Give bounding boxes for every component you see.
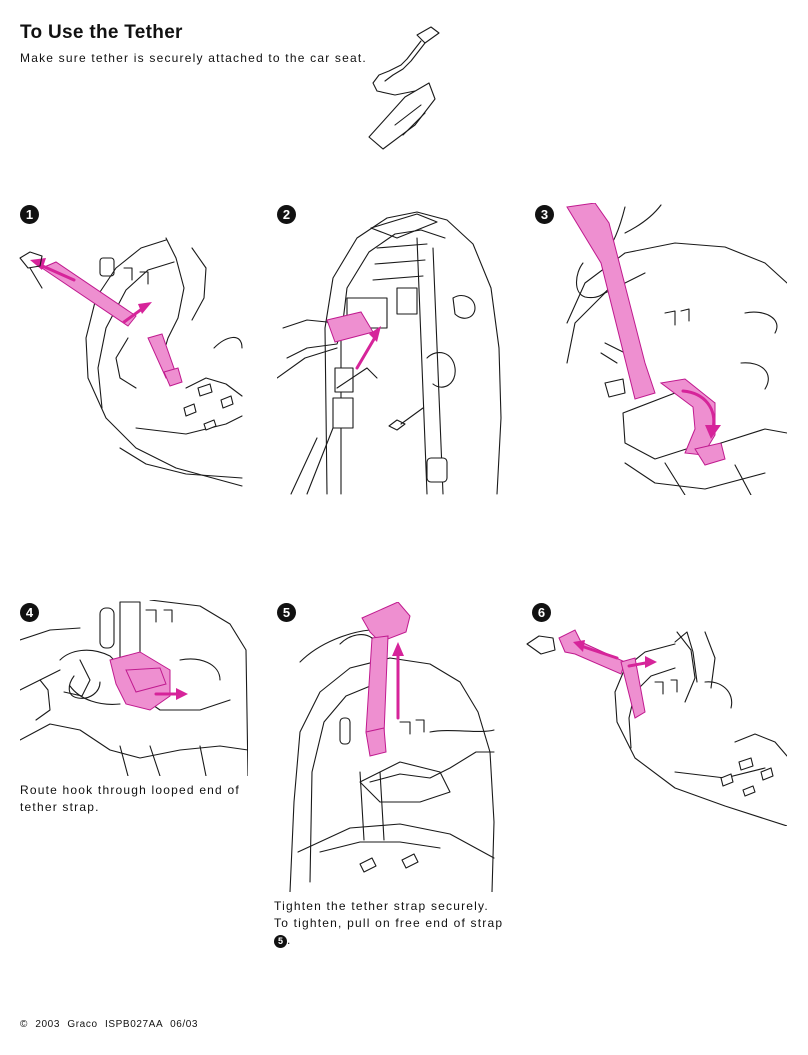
step-2-illustration <box>277 208 502 495</box>
step-4-caption-text: Route hook through looped end of tether … <box>20 783 240 814</box>
step-4-illustration <box>20 600 248 776</box>
step-number-5: 5 <box>277 603 296 622</box>
step-4-caption: Route hook through looped end of tether … <box>20 782 250 816</box>
step-number-1: 1 <box>20 205 39 224</box>
page-subtitle: Make sure tether is securely attached to… <box>20 51 367 65</box>
footer-copyright: © 2003 Graco <box>20 1019 98 1030</box>
step-1-illustration <box>16 228 244 494</box>
footer: © 2003 Graco ISPB027AA 06/03 <box>20 1019 198 1030</box>
step-number-4: 4 <box>20 603 39 622</box>
step-5-illustration <box>280 602 502 892</box>
strap-reference-number: 5 <box>274 935 287 948</box>
step-number-2: 2 <box>277 205 296 224</box>
step-5-caption: Tighten the tether strap securely. To ti… <box>274 898 506 949</box>
tether-strap-illustration <box>355 25 450 155</box>
step-5-caption-end: . <box>287 933 292 947</box>
footer-doc-id: ISPB027AA <box>105 1019 163 1030</box>
step-6-illustration <box>525 622 787 826</box>
step-number-6: 6 <box>532 603 551 622</box>
footer-date: 06/03 <box>170 1019 199 1030</box>
page-title: To Use the Tether <box>20 22 183 43</box>
step-5-caption-text: Tighten the tether strap securely. To ti… <box>274 899 504 930</box>
step-3-illustration <box>565 203 787 495</box>
step-number-3: 3 <box>535 205 554 224</box>
